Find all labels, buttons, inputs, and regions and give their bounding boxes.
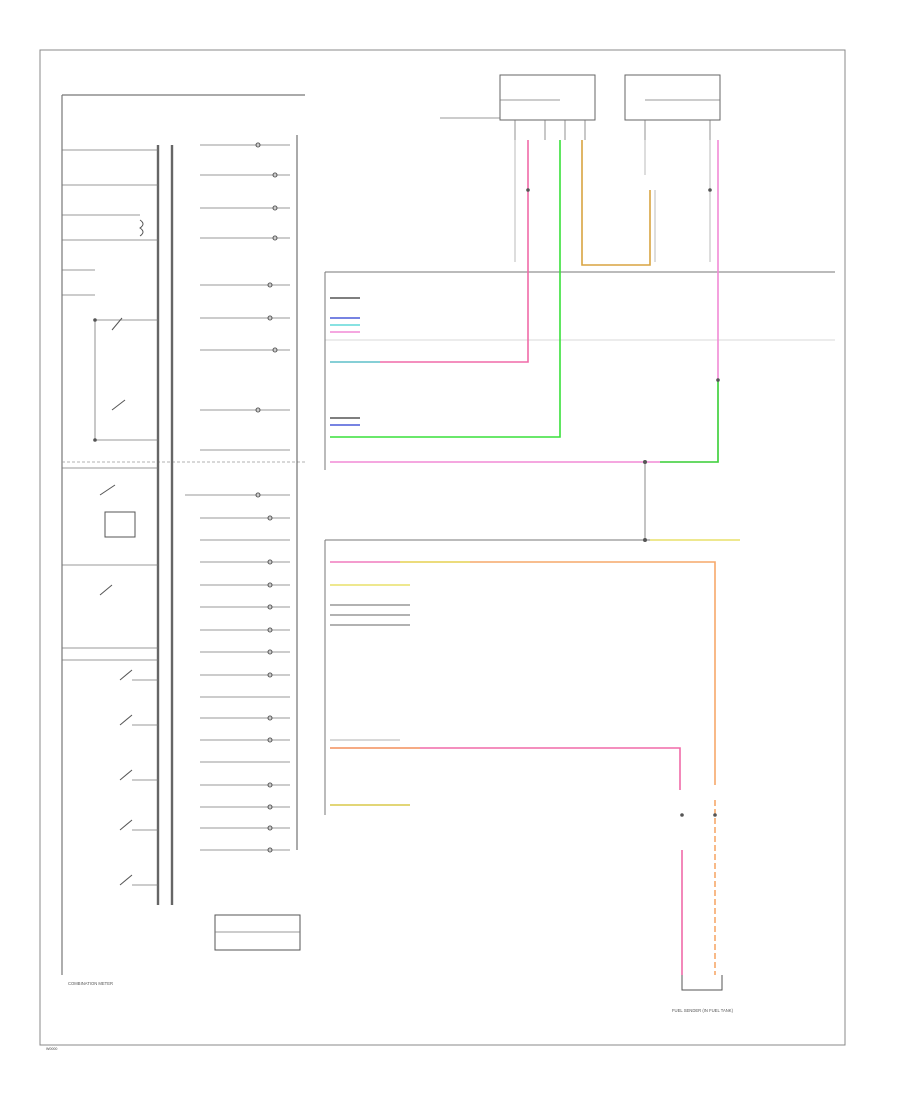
upper-colored-wires <box>330 140 719 463</box>
top-right-fuse-box <box>624 74 721 140</box>
fuel-gauge-box <box>104 511 136 538</box>
meter-internal-components <box>62 149 158 886</box>
corner-code: W0000 <box>46 1047 57 1051</box>
fuel-sender-label: FUEL SENDER (IN FUEL TANK) <box>672 1008 734 1013</box>
top-left-fuse-box <box>440 74 596 140</box>
outer-frame <box>39 49 846 1046</box>
connector-points <box>526 188 720 817</box>
meter-indicator-rows <box>185 142 301 951</box>
lower-colored-wires <box>330 539 740 991</box>
combination-meter-label: COMBINATION METER <box>68 981 113 986</box>
combination-meter-block <box>61 94 305 975</box>
